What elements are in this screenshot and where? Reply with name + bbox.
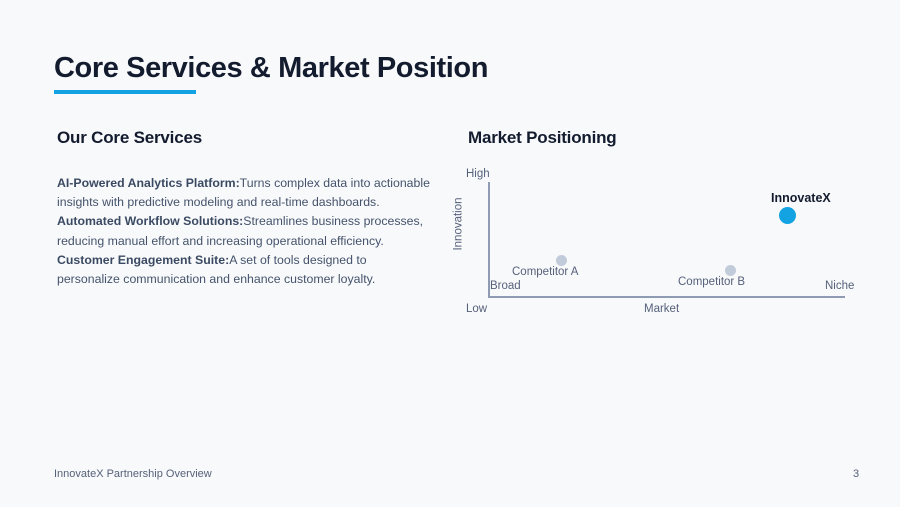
service-term: AI-Powered Analytics Platform: (57, 176, 240, 190)
chart-title: Market Positioning (468, 128, 617, 147)
x-axis-label: Market (644, 303, 680, 315)
list-item: Customer Engagement Suite:A set of tools… (57, 251, 432, 289)
core-services-heading: Our Core Services (57, 128, 202, 147)
list-item: AI-Powered Analytics Platform:Turns comp… (57, 174, 432, 212)
y-tick-high: High (466, 168, 490, 180)
y-axis-line (488, 182, 490, 298)
service-description: Streamlines business processes, reducing… (57, 214, 424, 248)
x-tick-niche: Niche (825, 280, 855, 292)
data-point-competitor-a (556, 255, 567, 266)
data-point-label-innovatex: InnovateX (771, 191, 831, 205)
footer-page-number: 3 (853, 468, 860, 480)
y-tick-low: Low (466, 303, 488, 315)
service-description: A set of tools designed to personalize c… (57, 252, 376, 287)
core-services-column: Our Core Services AI-Powered Analytics P… (57, 128, 432, 289)
x-tick-broad: Broad (490, 280, 521, 292)
data-point-label-competitor-b: Competitor B (678, 276, 746, 288)
page-title: Core Services & Market Position (54, 52, 489, 84)
core-services-list: AI-Powered Analytics Platform:Turns comp… (57, 174, 432, 289)
x-axis-line (488, 296, 845, 298)
market-positioning-chart: Innovation Market High Low Broad Niche C… (440, 160, 870, 325)
list-item: Automated Workflow Solutions:Streamlines… (57, 212, 432, 250)
y-axis-label: Innovation (452, 197, 465, 251)
data-point-competitor-b (725, 265, 736, 276)
data-point-innovatex (779, 207, 796, 224)
title-underline-accent (54, 90, 196, 94)
footer-text: InnovateX Partnership Overview (54, 468, 212, 480)
service-term: Customer Engagement Suite: (57, 252, 230, 267)
service-description: Turns complex data into actionable insig… (57, 176, 430, 210)
data-point-label-competitor-a: Competitor A (512, 266, 579, 278)
service-term: Automated Workflow Solutions: (57, 214, 244, 229)
market-positioning-column: Market Positioning (468, 128, 868, 148)
